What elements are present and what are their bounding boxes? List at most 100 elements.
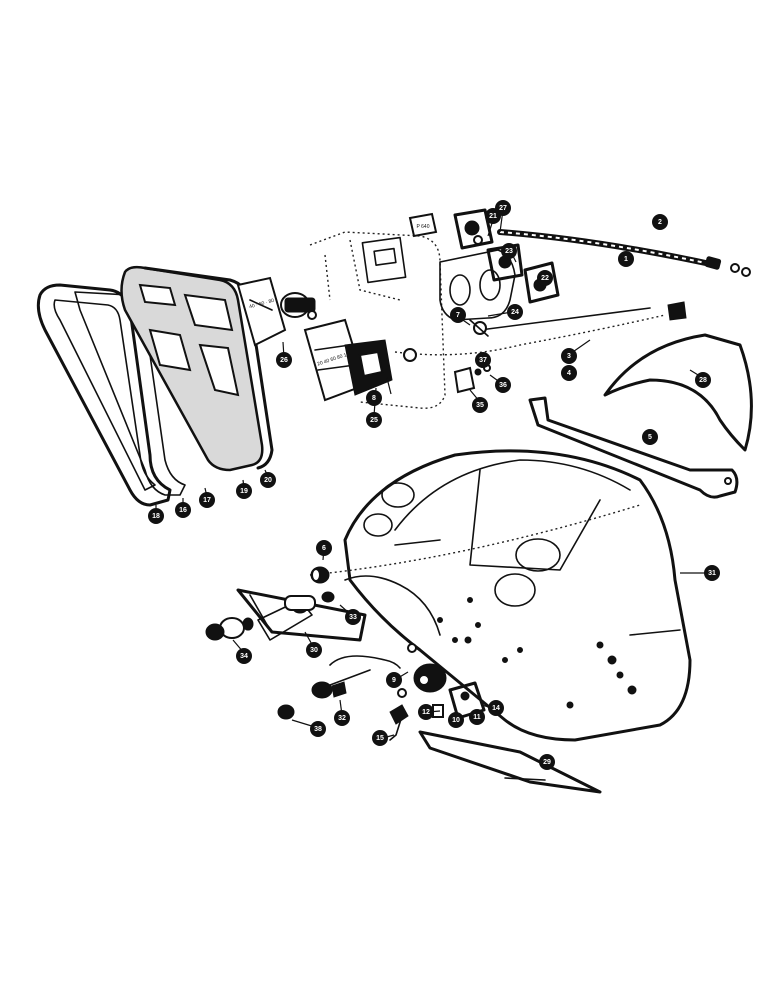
bezel-panel-19 bbox=[120, 265, 264, 472]
callout-marker bbox=[345, 609, 361, 625]
gauge-face-26: 40 · 60 · 80 bbox=[236, 276, 287, 347]
callout-marker bbox=[495, 377, 511, 393]
callout-marker bbox=[366, 390, 382, 406]
callout-marker bbox=[561, 365, 577, 381]
callout-label: 31 bbox=[708, 570, 716, 577]
callout-12: 12 bbox=[418, 704, 434, 720]
callout-23: 23 bbox=[501, 243, 517, 259]
callout-2: 2 bbox=[652, 214, 668, 230]
callout-label: 32 bbox=[338, 715, 346, 722]
callout-label: 37 bbox=[479, 357, 487, 364]
callout-label: 11 bbox=[473, 714, 481, 721]
callout-27: 27 bbox=[495, 200, 511, 216]
callout-marker bbox=[652, 214, 668, 230]
small-plate: P 640 bbox=[408, 212, 438, 238]
callout-20: 20 bbox=[260, 472, 276, 488]
callout-15: 15 bbox=[372, 730, 388, 746]
callout-label: 18 bbox=[152, 513, 160, 520]
callout-marker bbox=[501, 243, 517, 259]
callout-marker bbox=[236, 648, 252, 664]
callout-marker bbox=[260, 472, 276, 488]
callout-34: 34 bbox=[236, 648, 252, 664]
callout-marker bbox=[334, 710, 350, 726]
callout-label: 30 bbox=[310, 647, 318, 654]
callout-marker bbox=[475, 352, 491, 368]
callout-9: 9 bbox=[386, 672, 402, 688]
callout-35: 35 bbox=[472, 397, 488, 413]
callout-marker bbox=[372, 730, 388, 746]
callout-11: 11 bbox=[469, 709, 485, 725]
ignition-switch-9 bbox=[397, 643, 447, 698]
callout-label: 14 bbox=[492, 705, 500, 712]
callout-marker bbox=[316, 540, 332, 556]
callout-label: 25 bbox=[370, 417, 378, 424]
speedometer-body-25 bbox=[344, 339, 393, 396]
callout-18: 18 bbox=[148, 508, 164, 524]
callout-8: 8 bbox=[366, 390, 382, 406]
callout-marker bbox=[236, 483, 252, 499]
callout-30: 30 bbox=[306, 642, 322, 658]
wire-lead bbox=[329, 575, 472, 669]
callout-38: 38 bbox=[310, 721, 326, 737]
callout-marker bbox=[148, 508, 164, 524]
callout-marker bbox=[507, 304, 523, 320]
callout-label: 12 bbox=[422, 709, 430, 716]
callout-label: 26 bbox=[280, 357, 288, 364]
callout-26: 26 bbox=[276, 352, 292, 368]
callout-label: 23 bbox=[505, 248, 513, 255]
callout-36: 36 bbox=[495, 377, 511, 393]
cigar-lighter-33 bbox=[257, 591, 335, 641]
callout-24: 24 bbox=[507, 304, 523, 320]
switch-bracket-10-11 bbox=[448, 681, 486, 720]
callout-label: 28 bbox=[699, 377, 707, 384]
callout-marker bbox=[306, 642, 322, 658]
callout-17: 17 bbox=[199, 492, 215, 508]
callout-37: 37 bbox=[475, 352, 491, 368]
callout-label: 33 bbox=[349, 614, 357, 621]
callout-label: 38 bbox=[314, 726, 322, 733]
callout-label: 24 bbox=[511, 309, 519, 316]
gauge-assembly-21 bbox=[453, 208, 494, 250]
callout-marker bbox=[695, 372, 711, 388]
callout-label: 35 bbox=[476, 402, 484, 409]
callout-22: 22 bbox=[537, 270, 553, 286]
callout-marker bbox=[495, 200, 511, 216]
callout-marker bbox=[472, 397, 488, 413]
bracket-35 bbox=[453, 366, 476, 394]
callout-label: 8 bbox=[372, 395, 376, 402]
lighter-knob-34 bbox=[205, 617, 254, 641]
callout-label: 15 bbox=[376, 735, 384, 742]
callout-14: 14 bbox=[488, 700, 504, 716]
callout-marker bbox=[539, 754, 555, 770]
instrument-housing-dotted bbox=[309, 231, 446, 409]
callout-label: 16 bbox=[179, 507, 187, 514]
callout-marker bbox=[310, 721, 326, 737]
key-15 bbox=[389, 704, 409, 741]
wire-harness-3-4 bbox=[394, 301, 687, 362]
callout-marker bbox=[448, 712, 464, 728]
callout-32: 32 bbox=[334, 710, 350, 726]
callout-label: 10 bbox=[452, 717, 460, 724]
callout-label: 21 bbox=[489, 213, 497, 220]
callout-4: 4 bbox=[561, 365, 577, 381]
callout-label: 29 bbox=[543, 759, 551, 766]
speedometer-face-25: 20 40 60 80 100 bbox=[303, 318, 367, 402]
callout-label: 22 bbox=[541, 275, 549, 282]
callout-label: 17 bbox=[203, 497, 211, 504]
callout-label: 3 bbox=[567, 353, 571, 360]
callout-marker bbox=[418, 704, 434, 720]
push-pull-switch-32 bbox=[311, 669, 371, 699]
lower-plate-29 bbox=[418, 730, 602, 794]
callout-33: 33 bbox=[345, 609, 361, 625]
callout-3: 3 bbox=[561, 348, 577, 364]
callout-label: 2 bbox=[658, 219, 662, 226]
callout-marker bbox=[199, 492, 215, 508]
callout-marker bbox=[561, 348, 577, 364]
knob-38 bbox=[277, 704, 295, 720]
small-plate-label: P 640 bbox=[417, 224, 430, 230]
callout-marker bbox=[704, 565, 720, 581]
callout-marker bbox=[488, 700, 504, 716]
callout-label: 4 bbox=[567, 370, 571, 377]
